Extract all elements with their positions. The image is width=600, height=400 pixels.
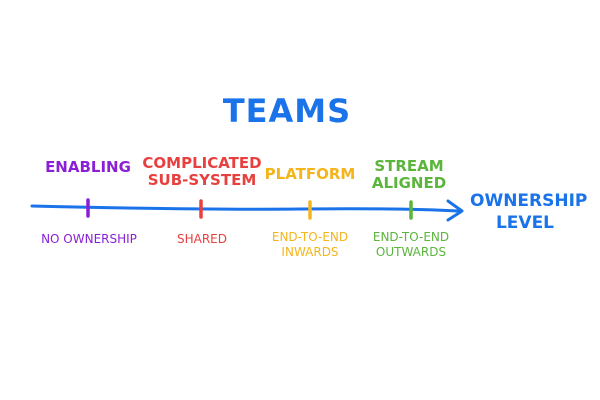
axis-arrowhead: [446, 199, 464, 222]
ownership-platform: END-TO-END INWARDS: [271, 230, 349, 259]
diagram-title: TEAMS: [222, 92, 352, 130]
team-name-enabling: ENABLING: [45, 158, 131, 176]
axis-label: OWNERSHIP LEVEL: [470, 191, 588, 233]
team-name-complicated-subsystem: COMPLICATED SUB-SYSTEM: [142, 154, 262, 189]
team-name-platform: PLATFORM: [264, 165, 356, 183]
axis-line: [30, 204, 460, 213]
ownership-enabling: NO OWNERSHIP: [41, 232, 137, 246]
ownership-stream-aligned: END-TO-END OUTWARDS: [372, 230, 450, 259]
ownership-complicated-subsystem: SHARED: [176, 232, 227, 246]
team-name-stream-aligned: STREAM ALIGNED: [371, 157, 447, 192]
